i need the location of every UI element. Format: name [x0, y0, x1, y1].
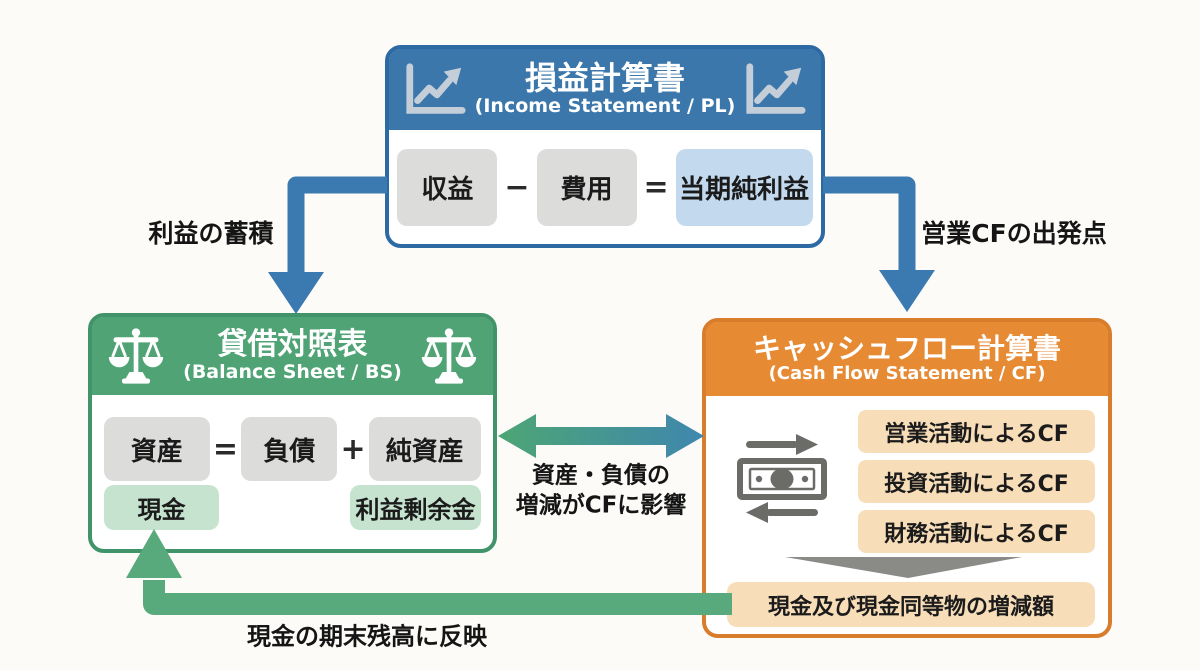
- income-statement-title: 損益計算書: [524, 58, 685, 97]
- net-income-pill: 当期純利益: [675, 148, 813, 226]
- income-statement-header: 損益計算書 (Income Statement / PL): [389, 49, 821, 130]
- cash-flow-subtitle: (Cash Flow Statement / CF): [768, 363, 1046, 385]
- balance-sheet-subtitle: (Balance Sheet / BS): [183, 360, 402, 383]
- retained-earnings-pill: 利益剰余金: [350, 485, 481, 530]
- balance-equation-row: 資産 = 負債 + 純資産: [104, 417, 481, 481]
- balance-highlight-row: 現金 利益剰余金: [104, 485, 481, 530]
- down-triangle-icon: [785, 557, 1022, 578]
- money-exchange-icon: [734, 428, 830, 526]
- income-statement-body: 収益 − 費用 = 当期純利益: [389, 130, 821, 244]
- pl-to-bs-arrow: [268, 176, 387, 314]
- cash-flow-body: 営業活動によるCF 投資活動によるCF 財務活動によるCF 現金及び現金同等物の…: [706, 396, 1108, 634]
- balance-sheet-title: 貸借対照表: [217, 327, 368, 363]
- cash-flow-header: キャッシュフロー計算書 (Cash Flow Statement / CF): [706, 322, 1108, 396]
- equals-operator: =: [643, 169, 669, 205]
- investing-cf-pill: 投資活動によるCF: [858, 460, 1095, 503]
- net-assets-pill: 純資産: [368, 417, 481, 481]
- operating-cf-start-label: 営業CFの出発点: [921, 219, 1107, 248]
- equals-operator: =: [212, 431, 238, 467]
- cash-pill: 現金: [104, 485, 219, 530]
- liabilities-pill: 負債: [240, 417, 338, 481]
- cash-flow-box: キャッシュフロー計算書 (Cash Flow Statement / CF): [702, 318, 1112, 638]
- profit-accumulation-label: 利益の蓄積: [148, 219, 274, 248]
- cash-change-result-pill: 現金及び現金同等物の増減額: [727, 582, 1095, 627]
- revenue-pill: 収益: [397, 148, 498, 226]
- balance-scale-icon: [106, 325, 166, 387]
- bs-cf-double-arrow: [498, 414, 704, 458]
- financing-cf-pill: 財務活動によるCF: [858, 510, 1095, 553]
- operating-cf-pill: 営業活動によるCF: [858, 410, 1095, 453]
- minus-operator: −: [504, 169, 530, 205]
- pl-to-cf-arrow: [823, 176, 935, 312]
- assets-liabilities-impact-line2: 増減がCFに影響: [515, 493, 687, 519]
- balance-sheet-body: 資産 = 負債 + 純資産 現金 利益剰余金: [92, 395, 493, 530]
- balance-sheet-header: 貸借対照表 (Balance Sheet / BS): [92, 317, 493, 395]
- balance-scale-icon: [419, 325, 479, 387]
- cash-ending-balance-label: 現金の期末残高に反映: [247, 622, 487, 651]
- income-statement-subtitle: (Income Statement / PL): [474, 95, 736, 118]
- assets-liabilities-impact-label: 資産・負債の 増減がCFに影響: [516, 461, 687, 522]
- plus-operator: +: [340, 431, 366, 467]
- expense-pill: 費用: [536, 148, 637, 226]
- line-chart-up-icon: [403, 62, 467, 118]
- income-statement-box: 損益計算書 (Income Statement / PL) 収益 − 費用 = …: [385, 45, 825, 248]
- balance-sheet-box: 貸借対照表 (Balance Sheet / BS) 資産: [88, 313, 497, 553]
- cash-flow-title: キャッシュフロー計算書: [752, 331, 1061, 365]
- assets-pill: 資産: [104, 417, 210, 481]
- cash-flow-activity-list: 営業活動によるCF 投資活動によるCF 財務活動によるCF: [858, 410, 1095, 553]
- line-chart-up-icon: [743, 62, 807, 118]
- assets-liabilities-impact-line1: 資産・負債の: [532, 462, 670, 489]
